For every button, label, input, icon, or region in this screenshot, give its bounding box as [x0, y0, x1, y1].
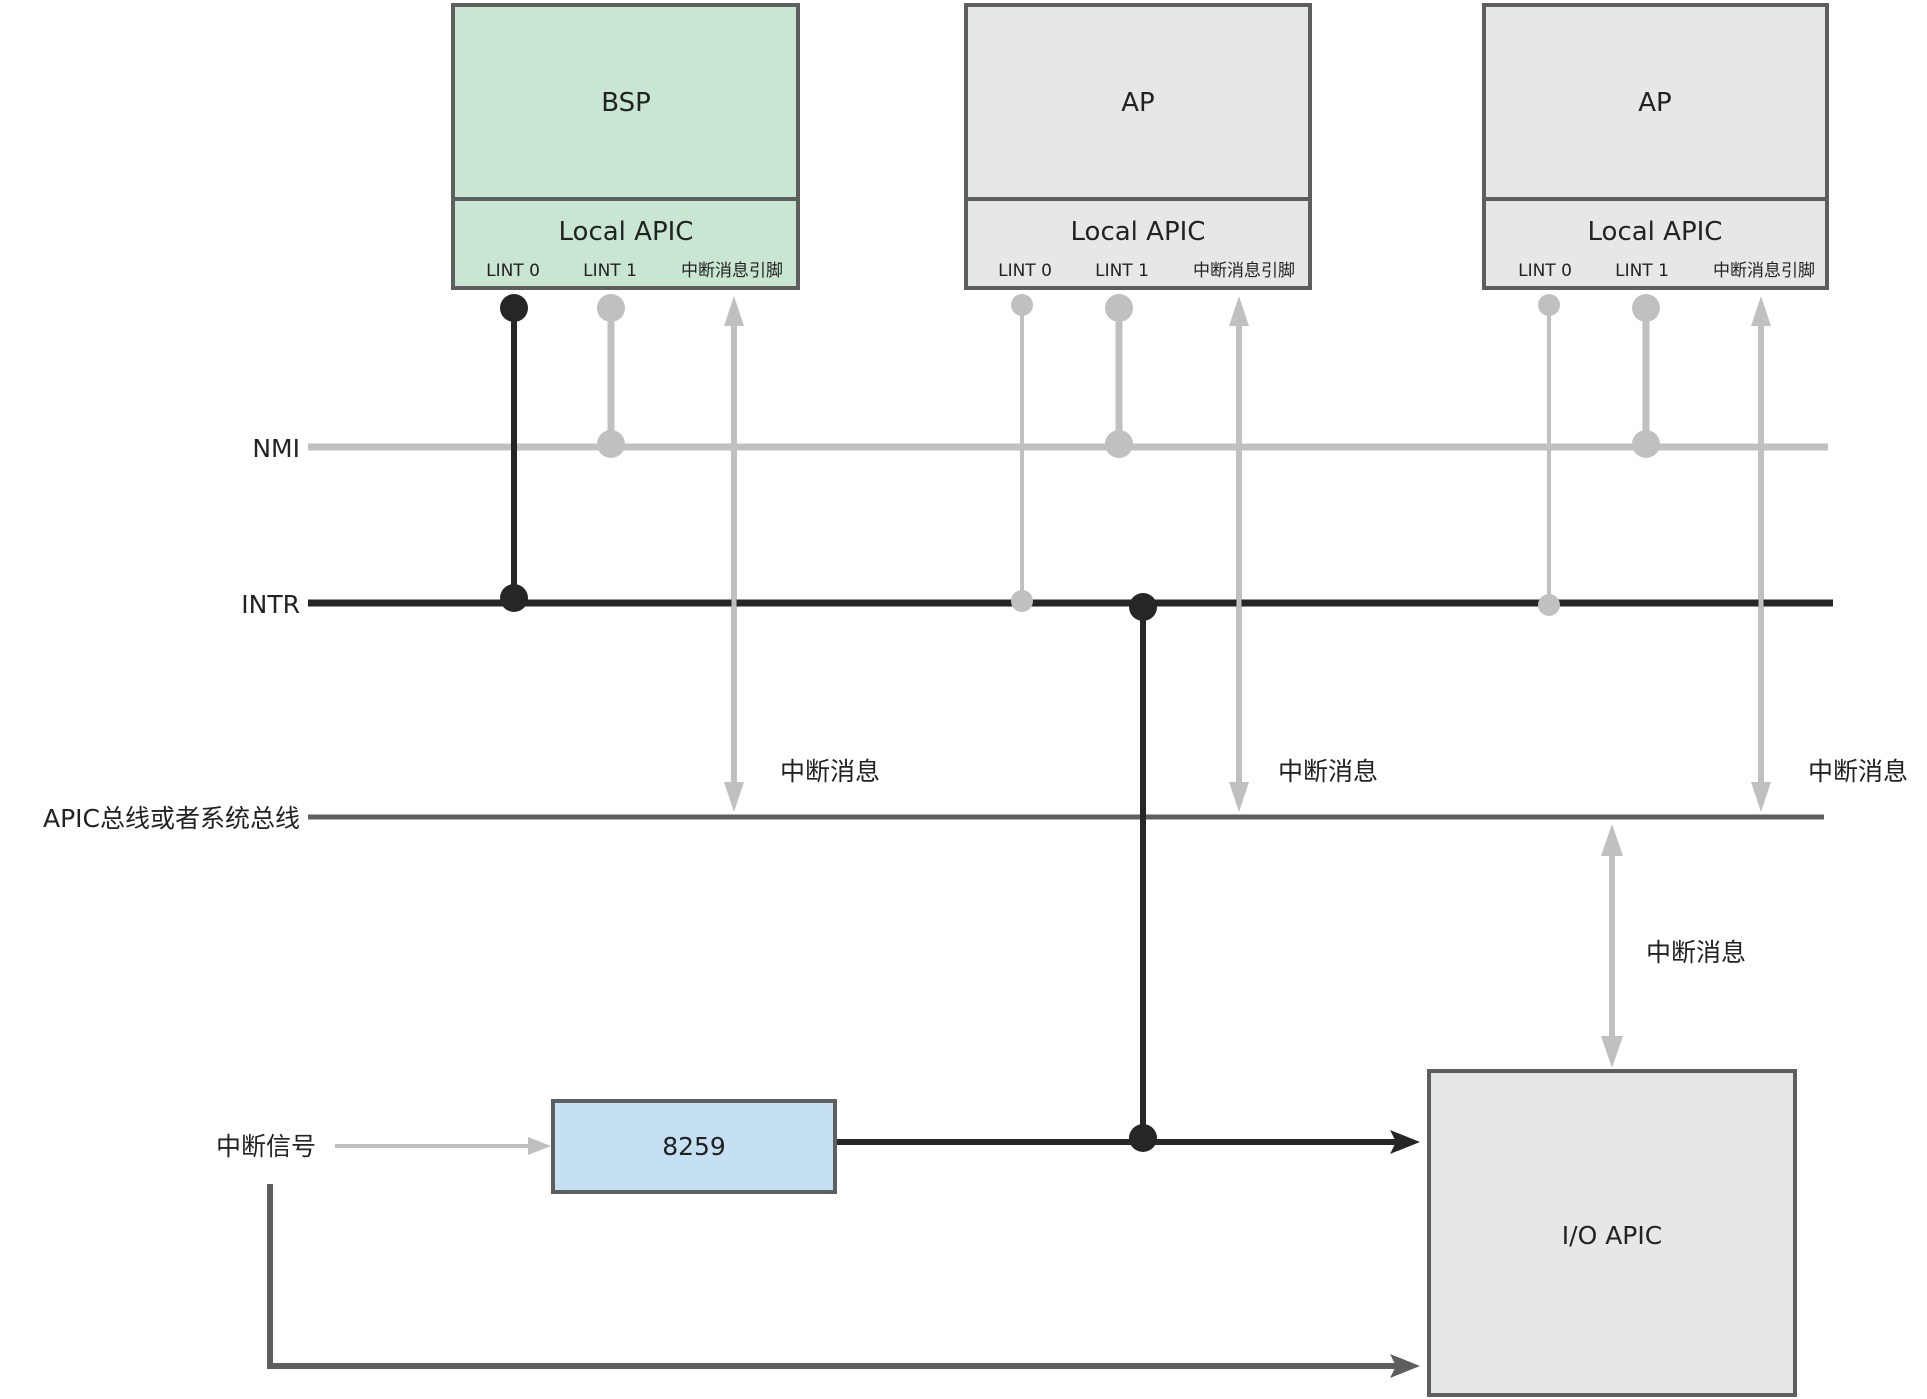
bsp-pin-msg: 中断消息引脚 [681, 261, 783, 281]
ap2-pin-lint0: LINT 0 [1518, 261, 1572, 281]
processor-bsp: BSP Local APIC LINT 0 LINT 1 中断消息引脚 [451, 3, 800, 290]
processor-ap2: AP Local APIC LINT 0 LINT 1 中断消息引脚 [1482, 3, 1829, 290]
ap1-lint0-intr-junction [1011, 590, 1033, 612]
ap1-core-box [964, 3, 1312, 201]
arrowhead-up-icon [1229, 296, 1249, 326]
ap1-pin-lint1: LINT 1 [1095, 261, 1149, 281]
ap2-pin-msg: 中断消息引脚 [1713, 261, 1815, 281]
ioapic-msg-label: 中断消息 [1646, 938, 1746, 967]
msg-arrow-ap2 [1751, 296, 1771, 812]
apic-bus-label: APIC总线或者系统总线 [43, 804, 300, 833]
ioapic-msg-arrow [1601, 824, 1623, 1068]
ap1-lint1-pin-dot [1105, 294, 1133, 322]
arrowhead-up-icon [1751, 296, 1771, 326]
arrowhead-down-icon [1229, 782, 1249, 812]
ap2-title: AP [1638, 88, 1671, 118]
ioapic-label: I/O APIC [1562, 1221, 1662, 1250]
bsp-lint0-intr-junction [500, 584, 528, 612]
signal-bypass-wire [267, 1184, 1398, 1369]
msg-label-ap1: 中断消息 [1278, 757, 1378, 786]
msg-label-ap2: 中断消息 [1808, 757, 1908, 786]
processor-ap1: AP Local APIC LINT 0 LINT 1 中断消息引脚 [964, 3, 1312, 290]
ap2-pin-lint1: LINT 1 [1615, 261, 1669, 281]
arrowhead-down-icon [724, 782, 744, 812]
ap2-lint1-pin-dot [1632, 294, 1660, 322]
msg-arrow-bsp [724, 296, 744, 812]
ap1-pin-msg: 中断消息引脚 [1193, 261, 1295, 281]
arrowhead-right-icon [528, 1137, 551, 1155]
pic-8259-box [551, 1099, 837, 1194]
bsp-lint1-pin-dot [597, 294, 625, 322]
bsp-local-apic-box [451, 197, 800, 290]
arrowhead-up-icon [724, 296, 744, 326]
pic-intr-junction [1129, 593, 1157, 621]
interrupt-signal-label: 中断信号 [216, 1132, 316, 1161]
bsp-core-box [451, 3, 800, 201]
bsp-pin-lint0: LINT 0 [486, 261, 540, 281]
ap2-local-apic-label: Local APIC [1588, 217, 1723, 247]
bsp-lint0-pin-dot [500, 294, 528, 322]
arrowhead-up-icon [1601, 824, 1623, 856]
arrowhead-down-icon [1751, 782, 1771, 812]
arrowhead-right-icon [1390, 1130, 1420, 1154]
ioapic-box [1427, 1069, 1797, 1397]
bsp-pin-lint1: LINT 1 [583, 261, 637, 281]
ap2-lint0-pin-dot [1538, 294, 1560, 316]
ap1-title: AP [1121, 88, 1154, 118]
ap2-lint0-intr-junction [1538, 594, 1560, 616]
ap1-lint1-nmi-junction [1105, 430, 1133, 458]
arrowhead-down-icon [1601, 1036, 1623, 1068]
bsp-lint1-nmi-junction [597, 430, 625, 458]
bsp-local-apic-label: Local APIC [559, 217, 694, 247]
ap2-local-apic-box [1482, 197, 1829, 290]
msg-label-bsp: 中断消息 [780, 757, 880, 786]
ap1-local-apic-label: Local APIC [1071, 217, 1206, 247]
arrowhead-right-icon [1390, 1354, 1420, 1378]
ap1-local-apic-box [964, 197, 1312, 290]
ap2-lint1-nmi-junction [1632, 430, 1660, 458]
msg-arrow-ap1 [1229, 296, 1249, 812]
ap1-pin-lint0: LINT 0 [998, 261, 1052, 281]
pic-output-junction [1129, 1124, 1157, 1152]
pic-8259-label: 8259 [662, 1132, 726, 1161]
nmi-label: NMI [252, 434, 300, 463]
intr-label: INTR [241, 590, 300, 619]
bsp-title: BSP [601, 88, 651, 118]
ap1-lint0-pin-dot [1011, 294, 1033, 316]
